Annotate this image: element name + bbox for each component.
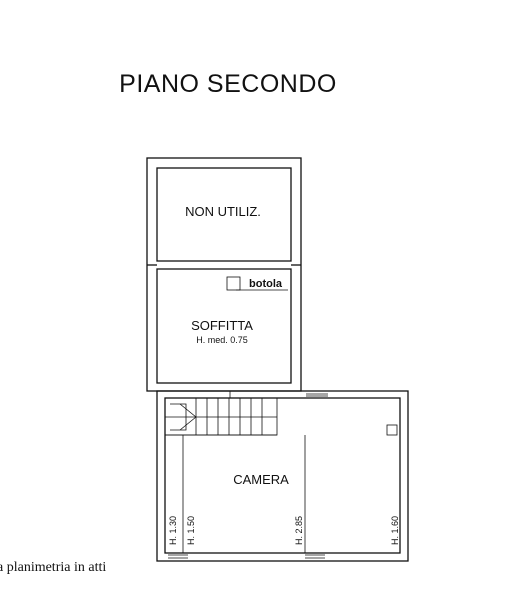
ceiling-slope-lines <box>165 434 306 553</box>
lower-block-walls <box>156 390 409 562</box>
chimney-symbol <box>386 424 398 436</box>
plan-title: PIANO SECONDO <box>119 70 337 98</box>
height-label-4: H. 1.60 <box>390 516 400 545</box>
room-label-attic: SOFFITTA <box>191 318 253 333</box>
room-label-unused: NON UTILIZ. <box>185 204 261 219</box>
attic-height-label: H. med. 0.75 <box>196 335 248 345</box>
height-label-2: H. 1.50 <box>186 516 196 545</box>
stair <box>164 397 278 436</box>
height-label-3: H. 2.85 <box>294 516 304 545</box>
hatch-label: botola <box>249 278 283 290</box>
room-label-bedroom: CAMERA <box>233 472 289 487</box>
hatch-symbol <box>226 276 288 291</box>
upper-block-walls <box>146 157 302 392</box>
plan-caption: a planimetria in atti <box>0 560 106 575</box>
height-label-1: H. 1.30 <box>168 516 178 545</box>
